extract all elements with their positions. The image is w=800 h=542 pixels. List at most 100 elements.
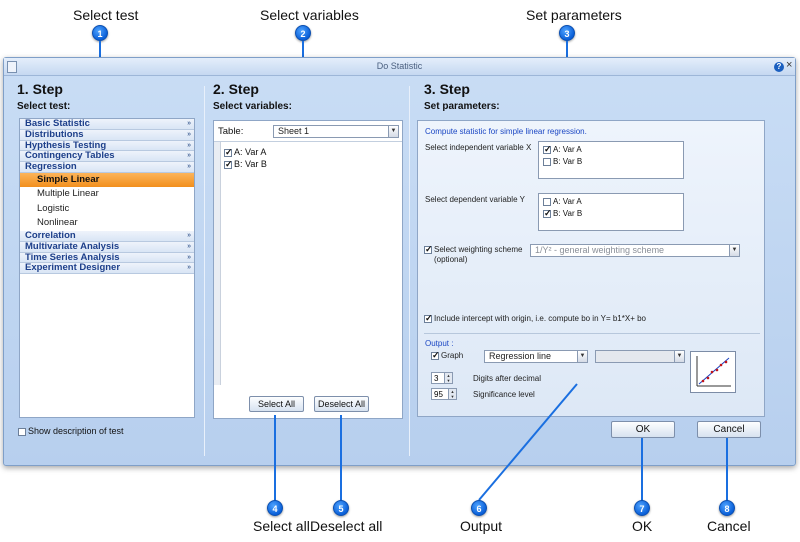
dependent-variable-label: Select dependent variable Y <box>425 195 525 204</box>
significance-label: Significance level <box>473 390 535 399</box>
test-list: Basic Statistic» Distributions» Hypthesi… <box>19 118 195 418</box>
checkbox-icon <box>224 147 233 158</box>
checkbox-icon <box>431 350 440 361</box>
chevron-down-icon: ▼ <box>729 245 739 256</box>
chevron-icon: » <box>187 264 191 272</box>
callout-label-select-test: Select test <box>73 7 139 23</box>
parameters-heading: Compute statistic for simple linear regr… <box>425 127 587 136</box>
output-title: Output : <box>425 339 454 348</box>
checkbox-icon <box>543 157 551 166</box>
category-time-series-analysis[interactable]: Time Series Analysis» <box>20 252 194 264</box>
chevron-icon: » <box>187 231 191 239</box>
weighting-select[interactable]: 1/Y² - general weighting scheme ▼ <box>530 244 740 257</box>
category-contingency-tables[interactable]: Contingency Tables» <box>20 151 194 163</box>
chevron-icon: » <box>187 152 191 160</box>
chevron-icon: » <box>187 163 191 171</box>
callout-line-8 <box>726 438 728 503</box>
callout-badge-1: 1 <box>92 25 108 41</box>
category-experiment-designer[interactable]: Experiment Designer» <box>20 263 194 275</box>
callout-label-deselect-all: Deselect all <box>310 518 383 534</box>
chevron-icon: » <box>187 141 191 149</box>
graph-checkbox[interactable]: Graph <box>431 350 463 361</box>
document-icon <box>7 61 17 73</box>
weighting-optional-label: (optional) <box>434 255 468 264</box>
independent-variable-label: Select independent variable X <box>425 143 532 152</box>
graph-type-select[interactable]: Regression line ▼ <box>484 350 588 363</box>
callout-badge-7: 7 <box>634 500 650 516</box>
checkbox-icon <box>543 197 551 206</box>
category-basic-statistic[interactable]: Basic Statistic» <box>20 119 194 130</box>
checkbox-icon <box>18 427 26 436</box>
step2-subtitle: Select variables: <box>213 101 292 112</box>
callout-line-6 <box>478 383 578 501</box>
dependent-variable-list: A: Var A B: Var B <box>538 193 684 231</box>
category-distributions[interactable]: Distributions» <box>20 129 194 141</box>
chevron-icon: » <box>187 130 191 138</box>
step3-subtitle: Set parameters: <box>424 101 500 112</box>
graph-option-select[interactable]: ▼ <box>595 350 685 363</box>
dependent-var-a[interactable]: A: Var A <box>543 197 582 206</box>
divider-1 <box>204 86 205 456</box>
show-description-checkbox[interactable]: Show description of test <box>18 426 124 436</box>
weighting-checkbox[interactable]: Select weighting scheme <box>424 244 523 255</box>
callout-line-5 <box>340 415 342 503</box>
select-all-button[interactable]: Select All <box>249 396 304 412</box>
intercept-checkbox[interactable]: Include intercept with origin, i.e. comp… <box>424 313 646 324</box>
close-icon[interactable]: × <box>786 59 793 71</box>
window-title: Do Statistic <box>376 61 423 71</box>
chevron-icon: » <box>187 120 191 127</box>
callout-badge-8: 8 <box>719 500 735 516</box>
callout-badge-6: 6 <box>471 500 487 516</box>
dependent-var-b[interactable]: B: Var B <box>543 208 582 219</box>
checkbox-icon <box>543 144 552 155</box>
callout-line-4 <box>274 415 276 503</box>
regression-graph-icon <box>696 356 731 387</box>
cancel-button[interactable]: Cancel <box>697 421 761 438</box>
category-regression[interactable]: Regression» <box>20 162 194 173</box>
digits-spinner[interactable]: 3 ▲▼ <box>431 372 453 384</box>
test-logistic[interactable]: Logistic <box>20 201 194 217</box>
deselect-all-button[interactable]: Deselect All <box>314 396 369 412</box>
parameters-panel: Compute statistic for simple linear regr… <box>417 120 765 417</box>
variable-b[interactable]: B: Var B <box>224 159 267 170</box>
callout-label-set-parameters: Set parameters <box>526 7 622 23</box>
graph-preview <box>690 351 736 393</box>
callout-badge-4: 4 <box>267 500 283 516</box>
chevron-down-icon: ▼ <box>577 351 587 362</box>
significance-spinner[interactable]: 95 ▲▼ <box>431 388 457 400</box>
test-multiple-linear[interactable]: Multiple Linear <box>20 187 194 202</box>
help-icon[interactable]: ? <box>774 62 784 72</box>
independent-var-b[interactable]: B: Var B <box>543 157 582 166</box>
table-select[interactable]: Sheet 1 ▼ <box>273 125 399 138</box>
step1-title: 1. Step <box>17 81 63 97</box>
ok-button[interactable]: OK <box>611 421 675 438</box>
step1-subtitle: Select test: <box>17 101 71 112</box>
test-simple-linear[interactable]: Simple Linear <box>20 172 194 188</box>
chevron-down-icon: ▼ <box>388 126 398 137</box>
callout-label-output: Output <box>460 518 503 534</box>
category-correlation[interactable]: Correlation» <box>20 230 194 242</box>
category-multivariate-analysis[interactable]: Multivariate Analysis» <box>20 241 194 253</box>
spinner-arrows-icon: ▲▼ <box>448 389 456 399</box>
step2-title: 2. Step <box>213 81 259 97</box>
category-hypothesis-testing[interactable]: Hypthesis Testing» <box>20 140 194 152</box>
independent-var-a[interactable]: A: Var A <box>543 144 582 155</box>
table-label: Table: <box>218 126 244 137</box>
chevron-down-icon: ▼ <box>674 351 684 362</box>
callout-badge-5: 5 <box>333 500 349 516</box>
chevron-icon: » <box>187 253 191 261</box>
output-separator <box>424 333 760 334</box>
list-gutter <box>214 142 221 385</box>
independent-variable-list: A: Var A B: Var B <box>538 141 684 179</box>
test-nonlinear[interactable]: Nonlinear <box>20 216 194 231</box>
variable-a[interactable]: A: Var A <box>224 147 266 158</box>
callout-label-cancel: Cancel <box>707 518 751 534</box>
chevron-icon: » <box>187 242 191 250</box>
callout-label-select-variables: Select variables <box>260 7 359 23</box>
step3-title: 3. Step <box>424 81 470 97</box>
variables-panel: Table: Sheet 1 ▼ A: Var A B: Var B Selec… <box>213 120 403 419</box>
show-description-label: Show description of test <box>28 426 124 436</box>
do-statistic-dialog: Do Statistic ? × 1. Step Select test: Ba… <box>3 57 796 466</box>
checkbox-icon <box>224 159 233 170</box>
checkbox-icon <box>543 208 552 219</box>
